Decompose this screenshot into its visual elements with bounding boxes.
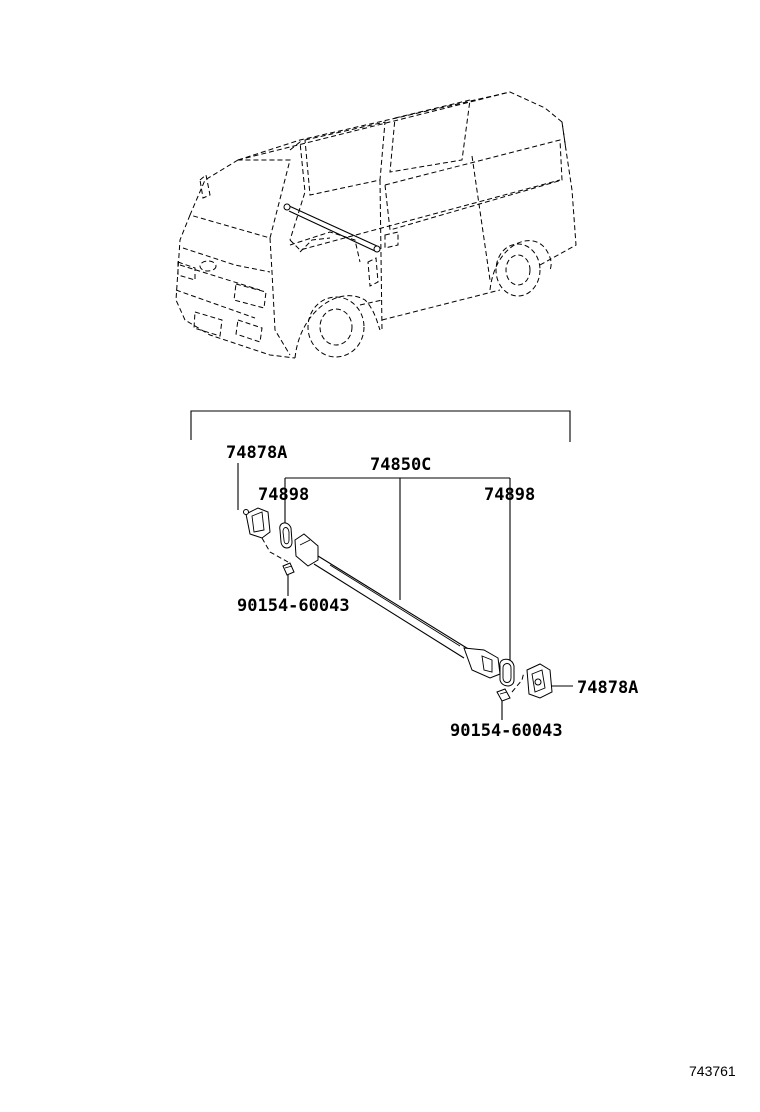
bolt-90154-right bbox=[496, 671, 525, 702]
leader-lines bbox=[237, 463, 573, 720]
label-74898-left: 74898 bbox=[258, 485, 309, 505]
assembly-bracket bbox=[190, 410, 571, 442]
figure-id: 743761 bbox=[689, 1063, 736, 1079]
label-74878A-right: 74878A bbox=[577, 678, 638, 698]
rod-74850C bbox=[294, 533, 501, 679]
label-74850C: 74850C bbox=[370, 455, 431, 475]
seal-74898-left bbox=[279, 522, 293, 549]
holder-74878A-left bbox=[243, 507, 289, 563]
bolt-90154-left bbox=[282, 562, 295, 576]
seal-74898-right bbox=[499, 658, 515, 687]
label-90154-60043-right: 90154-60043 bbox=[450, 721, 563, 741]
holder-74878A-right bbox=[526, 663, 553, 699]
label-74878A-left: 74878A bbox=[226, 443, 287, 463]
van-illustration bbox=[175, 91, 577, 359]
label-90154-60043-left: 90154-60043 bbox=[237, 596, 350, 616]
